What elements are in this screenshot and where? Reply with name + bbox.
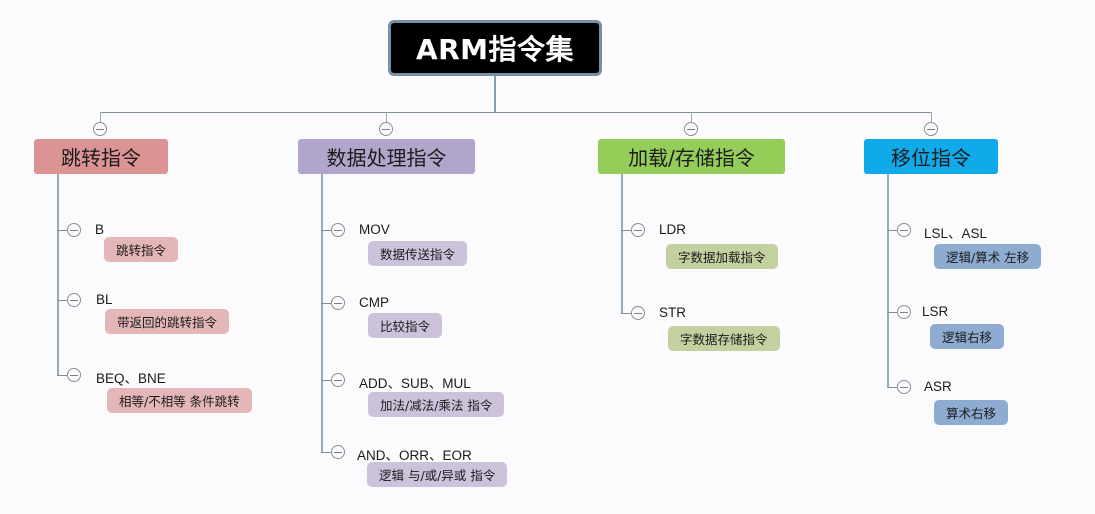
item-bl[interactable]: BL xyxy=(96,292,113,307)
collapse-toggle-item[interactable] xyxy=(897,305,911,319)
collapse-toggle-item[interactable] xyxy=(897,223,911,237)
item-and-orr-eor[interactable]: AND、ORR、EOR xyxy=(357,448,472,463)
item-beq-bne-desc[interactable]: 相等/不相等 条件跳转 xyxy=(107,388,252,413)
collapse-toggle-item[interactable] xyxy=(331,373,345,387)
collapse-toggle-item[interactable] xyxy=(67,293,81,307)
item-mov[interactable]: MOV xyxy=(359,222,390,237)
item-lsl-asl-desc[interactable]: 逻辑/算术 左移 xyxy=(934,244,1042,269)
collapse-toggle-cat-4[interactable] xyxy=(924,122,938,136)
item-connector xyxy=(57,230,67,231)
item-asr-desc[interactable]: 算术右移 xyxy=(934,400,1009,425)
item-and-orr-eor-desc[interactable]: 逻辑 与/或/异或 指令 xyxy=(367,462,508,487)
collapse-toggle-cat-1[interactable] xyxy=(93,122,107,136)
item-str-desc[interactable]: 字数据存储指令 xyxy=(668,326,780,351)
category-shift[interactable]: 移位指令 xyxy=(864,139,998,174)
item-mov-desc[interactable]: 数据传送指令 xyxy=(368,241,468,266)
item-ldr[interactable]: LDR xyxy=(659,222,687,237)
category-shift-spine xyxy=(887,174,889,388)
category-label: 加载/存储指令 xyxy=(628,146,755,170)
collapse-toggle-item[interactable] xyxy=(897,380,911,394)
item-lsl-asl[interactable]: LSL、ASL xyxy=(924,226,988,241)
root-title: ARM指令集 xyxy=(415,33,575,66)
root-connector xyxy=(494,76,496,113)
category-label: 数据处理指令 xyxy=(326,146,447,170)
category-data-processing[interactable]: 数据处理指令 xyxy=(298,139,475,174)
item-cmp[interactable]: CMP xyxy=(359,295,389,310)
item-bl-desc[interactable]: 带返回的跳转指令 xyxy=(105,309,230,334)
category-label: 移位指令 xyxy=(891,146,971,170)
item-beq-bne[interactable]: BEQ、BNE xyxy=(96,371,166,386)
item-connector xyxy=(321,380,331,381)
item-lsr[interactable]: LSR xyxy=(922,304,949,319)
item-connector xyxy=(57,375,67,376)
root-topic[interactable]: ARM指令集 xyxy=(388,20,602,76)
collapse-toggle-cat-3[interactable] xyxy=(684,122,698,136)
item-ldr-desc[interactable]: 字数据加载指令 xyxy=(666,244,778,269)
collapse-toggle-item[interactable] xyxy=(631,223,645,237)
item-lsr-desc[interactable]: 逻辑右移 xyxy=(930,324,1005,349)
item-connector xyxy=(57,300,67,301)
item-connector xyxy=(887,312,897,313)
branch-bar xyxy=(100,112,932,113)
item-b-desc[interactable]: 跳转指令 xyxy=(104,237,179,262)
item-add-sub-mul-desc[interactable]: 加法/减法/乘法 指令 xyxy=(368,392,505,417)
collapse-toggle-item[interactable] xyxy=(331,445,345,459)
collapse-toggle-item[interactable] xyxy=(331,223,345,237)
item-connector xyxy=(321,452,331,453)
item-connector xyxy=(887,387,897,388)
category-data-processing-spine xyxy=(321,174,323,452)
item-connector xyxy=(621,313,631,314)
item-cmp-desc[interactable]: 比较指令 xyxy=(368,313,443,338)
collapse-toggle-item[interactable] xyxy=(67,223,81,237)
collapse-toggle-item[interactable] xyxy=(67,368,81,382)
item-str[interactable]: STR xyxy=(659,305,686,320)
item-b[interactable]: B xyxy=(95,222,105,237)
item-connector xyxy=(321,303,331,304)
category-jump[interactable]: 跳转指令 xyxy=(34,139,168,174)
branch-drop-3 xyxy=(691,112,692,122)
item-connector xyxy=(621,230,631,231)
collapse-toggle-item[interactable] xyxy=(331,296,345,310)
item-connector xyxy=(321,230,331,231)
category-jump-spine xyxy=(57,174,59,376)
branch-drop-1 xyxy=(100,112,101,122)
category-label: 跳转指令 xyxy=(61,146,141,170)
item-connector xyxy=(887,230,897,231)
collapse-toggle-item[interactable] xyxy=(631,306,645,320)
item-add-sub-mul[interactable]: ADD、SUB、MUL xyxy=(359,376,471,391)
item-asr[interactable]: ASR xyxy=(924,379,952,394)
branch-drop-4 xyxy=(931,112,932,122)
branch-drop-2 xyxy=(386,112,387,122)
collapse-toggle-cat-2[interactable] xyxy=(379,122,393,136)
category-load-store-spine xyxy=(621,174,623,314)
category-load-store[interactable]: 加载/存储指令 xyxy=(598,139,785,174)
